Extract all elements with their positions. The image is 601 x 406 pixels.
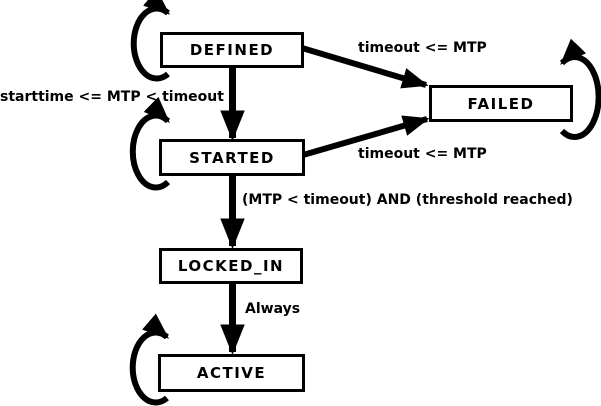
edge-started-to-failed: [302, 115, 430, 158]
self-loop-defined: [130, 0, 171, 82]
self-loop-active: [129, 313, 170, 406]
state-defined: DEFINED: [160, 32, 304, 68]
label-locked-in-to-active: Always: [245, 301, 301, 317]
self-loop-failed: [559, 38, 601, 140]
edge-defined-to-failed: [301, 45, 429, 89]
label-defined-to-failed: timeout <= MTP: [358, 40, 487, 56]
state-failed: FAILED: [429, 85, 573, 122]
state-locked-in: LOCKED_IN: [159, 248, 303, 284]
state-active-label: ACTIVE: [196, 364, 267, 382]
self-loop-started: [129, 96, 171, 191]
state-started: STARTED: [159, 139, 305, 176]
label-started-to-locked-in: (MTP < timeout) AND (threshold reached): [242, 192, 573, 208]
label-started-to-failed: timeout <= MTP: [358, 146, 487, 162]
state-locked-in-label: LOCKED_IN: [177, 257, 285, 275]
state-started-label: STARTED: [189, 148, 275, 167]
state-defined-label: DEFINED: [189, 41, 275, 59]
label-defined-to-started: starttime <= MTP < timeout: [0, 89, 224, 105]
state-failed-label: FAILED: [467, 94, 535, 113]
state-active: ACTIVE: [158, 354, 305, 392]
